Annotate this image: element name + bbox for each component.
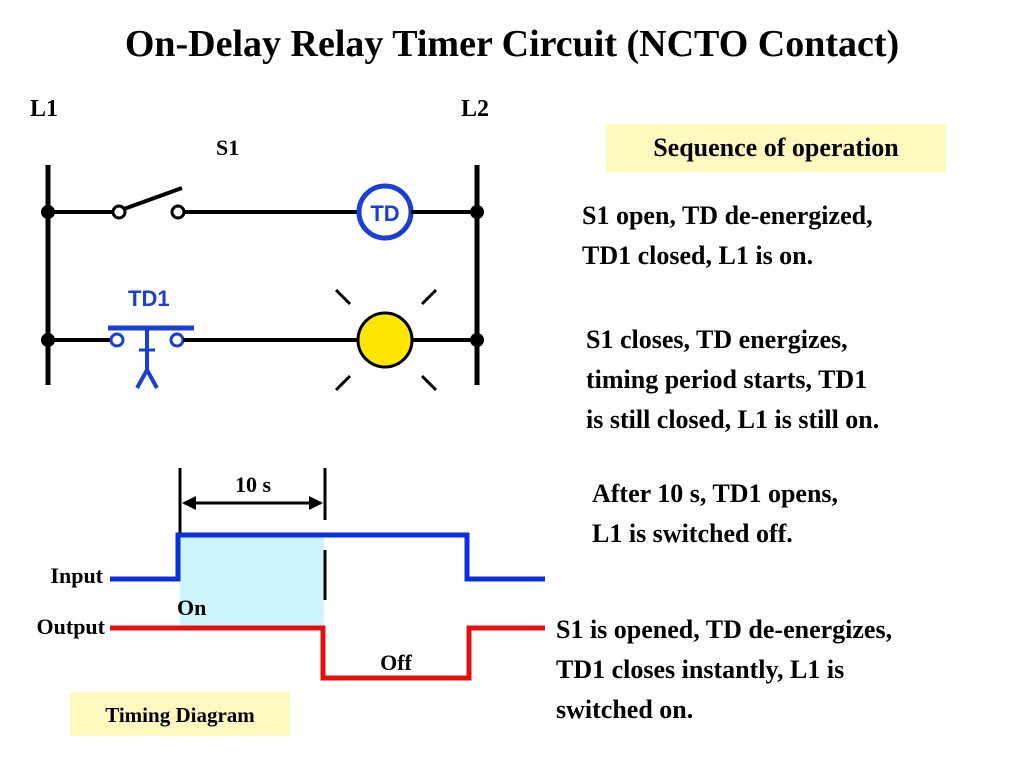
page-title: On-Delay Relay Timer Circuit (NCTO Conta… bbox=[124, 23, 900, 65]
contact-terminal bbox=[109, 332, 125, 348]
dimension-arrowhead bbox=[182, 496, 196, 510]
sequence-heading: Sequence of operation bbox=[606, 124, 946, 172]
lamp-ray bbox=[334, 374, 352, 392]
off-label: Off bbox=[380, 650, 412, 675]
timing-diagram: 10 s Input Output On Off bbox=[37, 468, 545, 681]
right-rail-label: L2 bbox=[461, 96, 489, 122]
lamp-ray bbox=[334, 288, 352, 306]
contact-label: TD1 bbox=[128, 286, 170, 311]
pilot-lamp bbox=[356, 311, 414, 369]
step-line: L1 is switched off. bbox=[592, 519, 793, 548]
contact-arrow-head bbox=[135, 369, 149, 389]
input-label: Input bbox=[50, 563, 103, 588]
step-line: S1 open, TD de-energized, bbox=[582, 201, 873, 230]
output-label: Output bbox=[37, 614, 106, 639]
sequence-step-2: S1 closes, TD energizes, timing period s… bbox=[586, 320, 879, 440]
delay-period-shading bbox=[180, 536, 324, 628]
rung-1 bbox=[41, 183, 484, 241]
step-line: S1 is opened, TD de-energizes, bbox=[556, 615, 893, 644]
sequence-step-1: S1 open, TD de-energized, TD1 closed, L1… bbox=[582, 196, 873, 276]
lamp-ray bbox=[420, 374, 438, 392]
rung-2 bbox=[41, 288, 484, 392]
input-signal bbox=[110, 532, 545, 582]
dimension-arrowhead bbox=[309, 496, 323, 510]
timing-diagram-heading: Timing Diagram bbox=[70, 692, 290, 736]
left-rail-label: L1 bbox=[30, 96, 58, 122]
step-line: timing period starts, TD1 bbox=[586, 365, 868, 394]
switch-label: S1 bbox=[216, 135, 239, 160]
switch-blade[interactable] bbox=[123, 186, 183, 211]
sequence-step-3: After 10 s, TD1 opens, L1 is switched of… bbox=[592, 474, 838, 554]
coil-label: TD bbox=[370, 201, 399, 226]
switch-terminal bbox=[111, 204, 127, 220]
ladder-circuit: L1 L2 S1 TD TD1 bbox=[30, 96, 489, 392]
step-line: After 10 s, TD1 opens, bbox=[592, 479, 839, 508]
output-signal bbox=[110, 625, 545, 681]
contact-terminal bbox=[169, 332, 185, 348]
lamp-ray bbox=[420, 288, 438, 306]
step-line: TD1 closed, L1 is on. bbox=[582, 241, 814, 270]
step-line: S1 closes, TD energizes, bbox=[586, 325, 848, 354]
step-line: switched on. bbox=[556, 695, 694, 724]
switch-terminal bbox=[170, 204, 186, 220]
step-line: is still closed, L1 is still on. bbox=[586, 405, 880, 434]
sequence-step-4: S1 is opened, TD de-energizes, TD1 close… bbox=[556, 610, 892, 730]
contact-arrow-head bbox=[145, 369, 159, 389]
delay-label: 10 s bbox=[235, 472, 272, 497]
on-label: On bbox=[177, 595, 206, 620]
step-line: TD1 closes instantly, L1 is bbox=[556, 655, 845, 684]
